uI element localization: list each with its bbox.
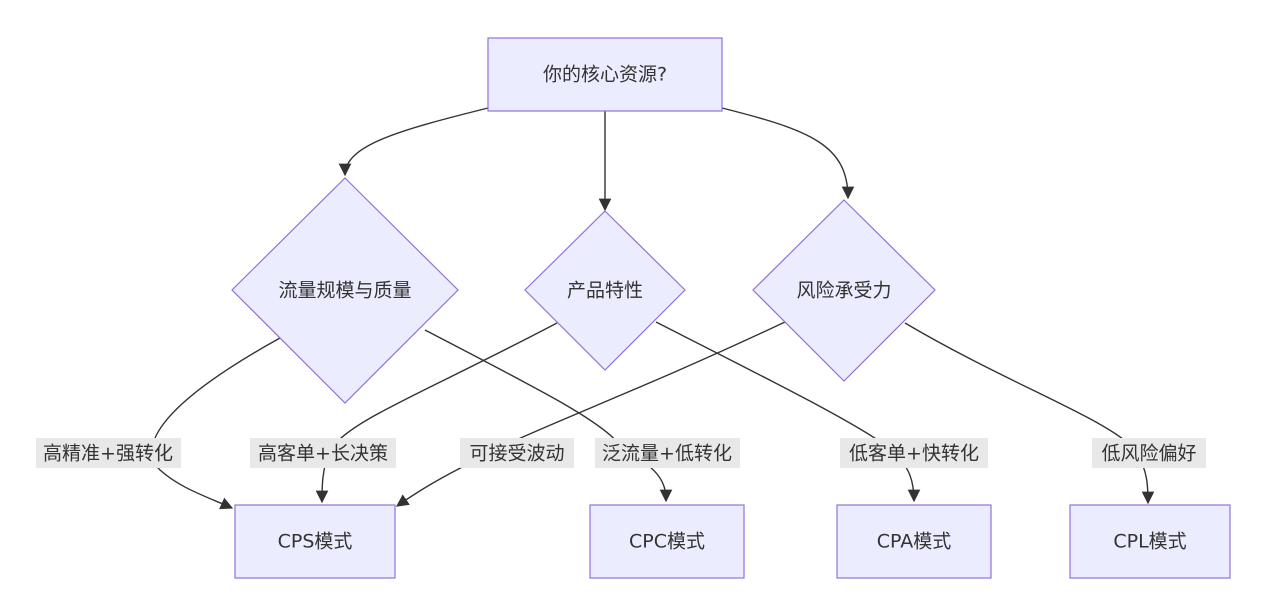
edge-d1-cpc — [424, 329, 673, 503]
edge-label-low-risk: 低风险偏好 — [1092, 438, 1206, 468]
edge-d2-cpa — [655, 321, 921, 503]
node-cps-label: CPS模式 — [278, 531, 353, 553]
edge-label-high-precision-text: 高精准+强转化 — [43, 443, 173, 465]
node-cpa: CPA模式 — [836, 504, 992, 579]
node-cpl-label: CPL模式 — [1113, 531, 1186, 553]
node-root-label: 你的核心资源? — [543, 64, 667, 86]
edge-root-d1 — [338, 107, 489, 177]
node-decision-risk-label: 风险承受力 — [796, 280, 891, 302]
node-cpl: CPL模式 — [1069, 504, 1231, 579]
edge-label-accept-volatility: 可接受波动 — [460, 438, 574, 468]
node-root: 你的核心资源? — [487, 37, 723, 112]
node-decision-traffic-label: 流量规模与质量 — [278, 280, 411, 302]
edges — [151, 107, 1155, 510]
node-decision-traffic: 流量规模与质量 — [231, 177, 459, 404]
node-decision-product-label: 产品特性 — [567, 280, 643, 302]
edge-label-low-risk-text: 低风险偏好 — [1101, 443, 1196, 465]
edge-label-accept-volatility-text: 可接受波动 — [469, 443, 564, 465]
node-decision-risk: 风险承受力 — [752, 199, 936, 382]
edge-label-broad-traffic: 泛流量+低转化 — [595, 438, 740, 468]
node-cpc-label: CPC模式 — [629, 531, 705, 553]
node-cps: CPS模式 — [234, 504, 396, 579]
node-cpc: CPC模式 — [589, 504, 745, 579]
edge-label-high-price-text: 高客单+长决策 — [258, 443, 388, 465]
edge-root-d3 — [721, 107, 855, 200]
edge-d1-cps — [151, 337, 281, 510]
node-decision-product: 产品特性 — [524, 210, 686, 371]
edge-d3-cpl — [904, 322, 1155, 505]
edge-label-low-price-text: 低客单+快转化 — [849, 443, 979, 465]
edge-label-high-precision: 高精准+强转化 — [36, 438, 181, 468]
edge-label-broad-traffic-text: 泛流量+低转化 — [602, 443, 732, 465]
edge-label-high-price: 高客单+长决策 — [250, 438, 396, 468]
node-cpa-label: CPA模式 — [877, 531, 952, 553]
edge-label-low-price: 低客单+快转化 — [840, 438, 988, 468]
edge-d2-cps — [315, 322, 558, 504]
